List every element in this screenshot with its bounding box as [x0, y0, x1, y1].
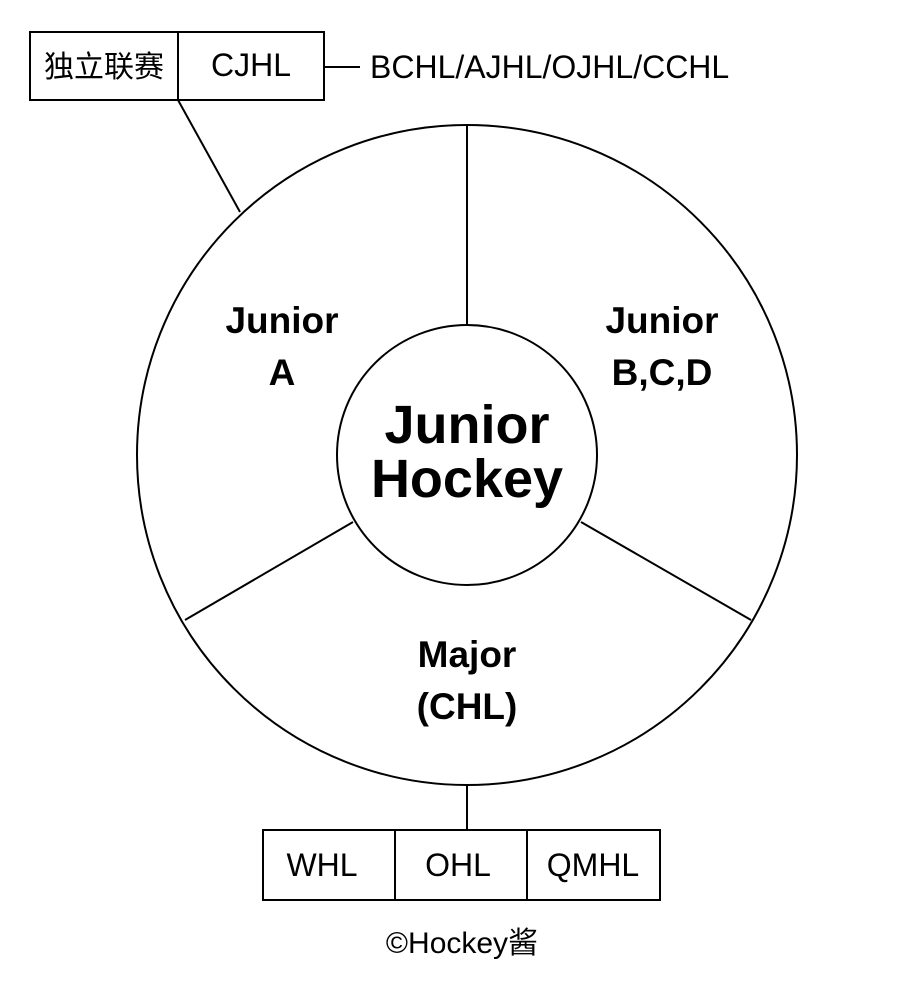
major-label-line1: Major — [418, 634, 517, 675]
divider-lower-left — [184, 521, 354, 621]
junior-a-label-line1: Junior — [225, 300, 338, 341]
qmhl-label: QMHL — [547, 847, 639, 883]
junior-bcd-label-line1: Junior — [605, 300, 718, 341]
junior-a-label-line2: A — [269, 352, 296, 393]
credit-watermark: ©Hockey酱 — [386, 927, 538, 960]
cjhl-label: CJHL — [211, 47, 291, 83]
independent-league-label: 独立联赛 — [44, 50, 164, 85]
whl-label: WHL — [286, 847, 357, 883]
junior-a-connector-line — [177, 99, 241, 213]
center-label-line2: Hockey — [371, 449, 563, 509]
cjhl-leagues-label: BCHL/AJHL/OJHL/CCHL — [370, 49, 729, 85]
junior-bcd-label-line2: B,C,D — [612, 352, 713, 393]
major-label-line2: (CHL) — [417, 686, 518, 727]
qmhl-box — [526, 829, 661, 901]
center-label-line1: Junior — [384, 395, 549, 455]
ohl-label: OHL — [425, 847, 491, 883]
divider-lower-right — [580, 521, 752, 621]
